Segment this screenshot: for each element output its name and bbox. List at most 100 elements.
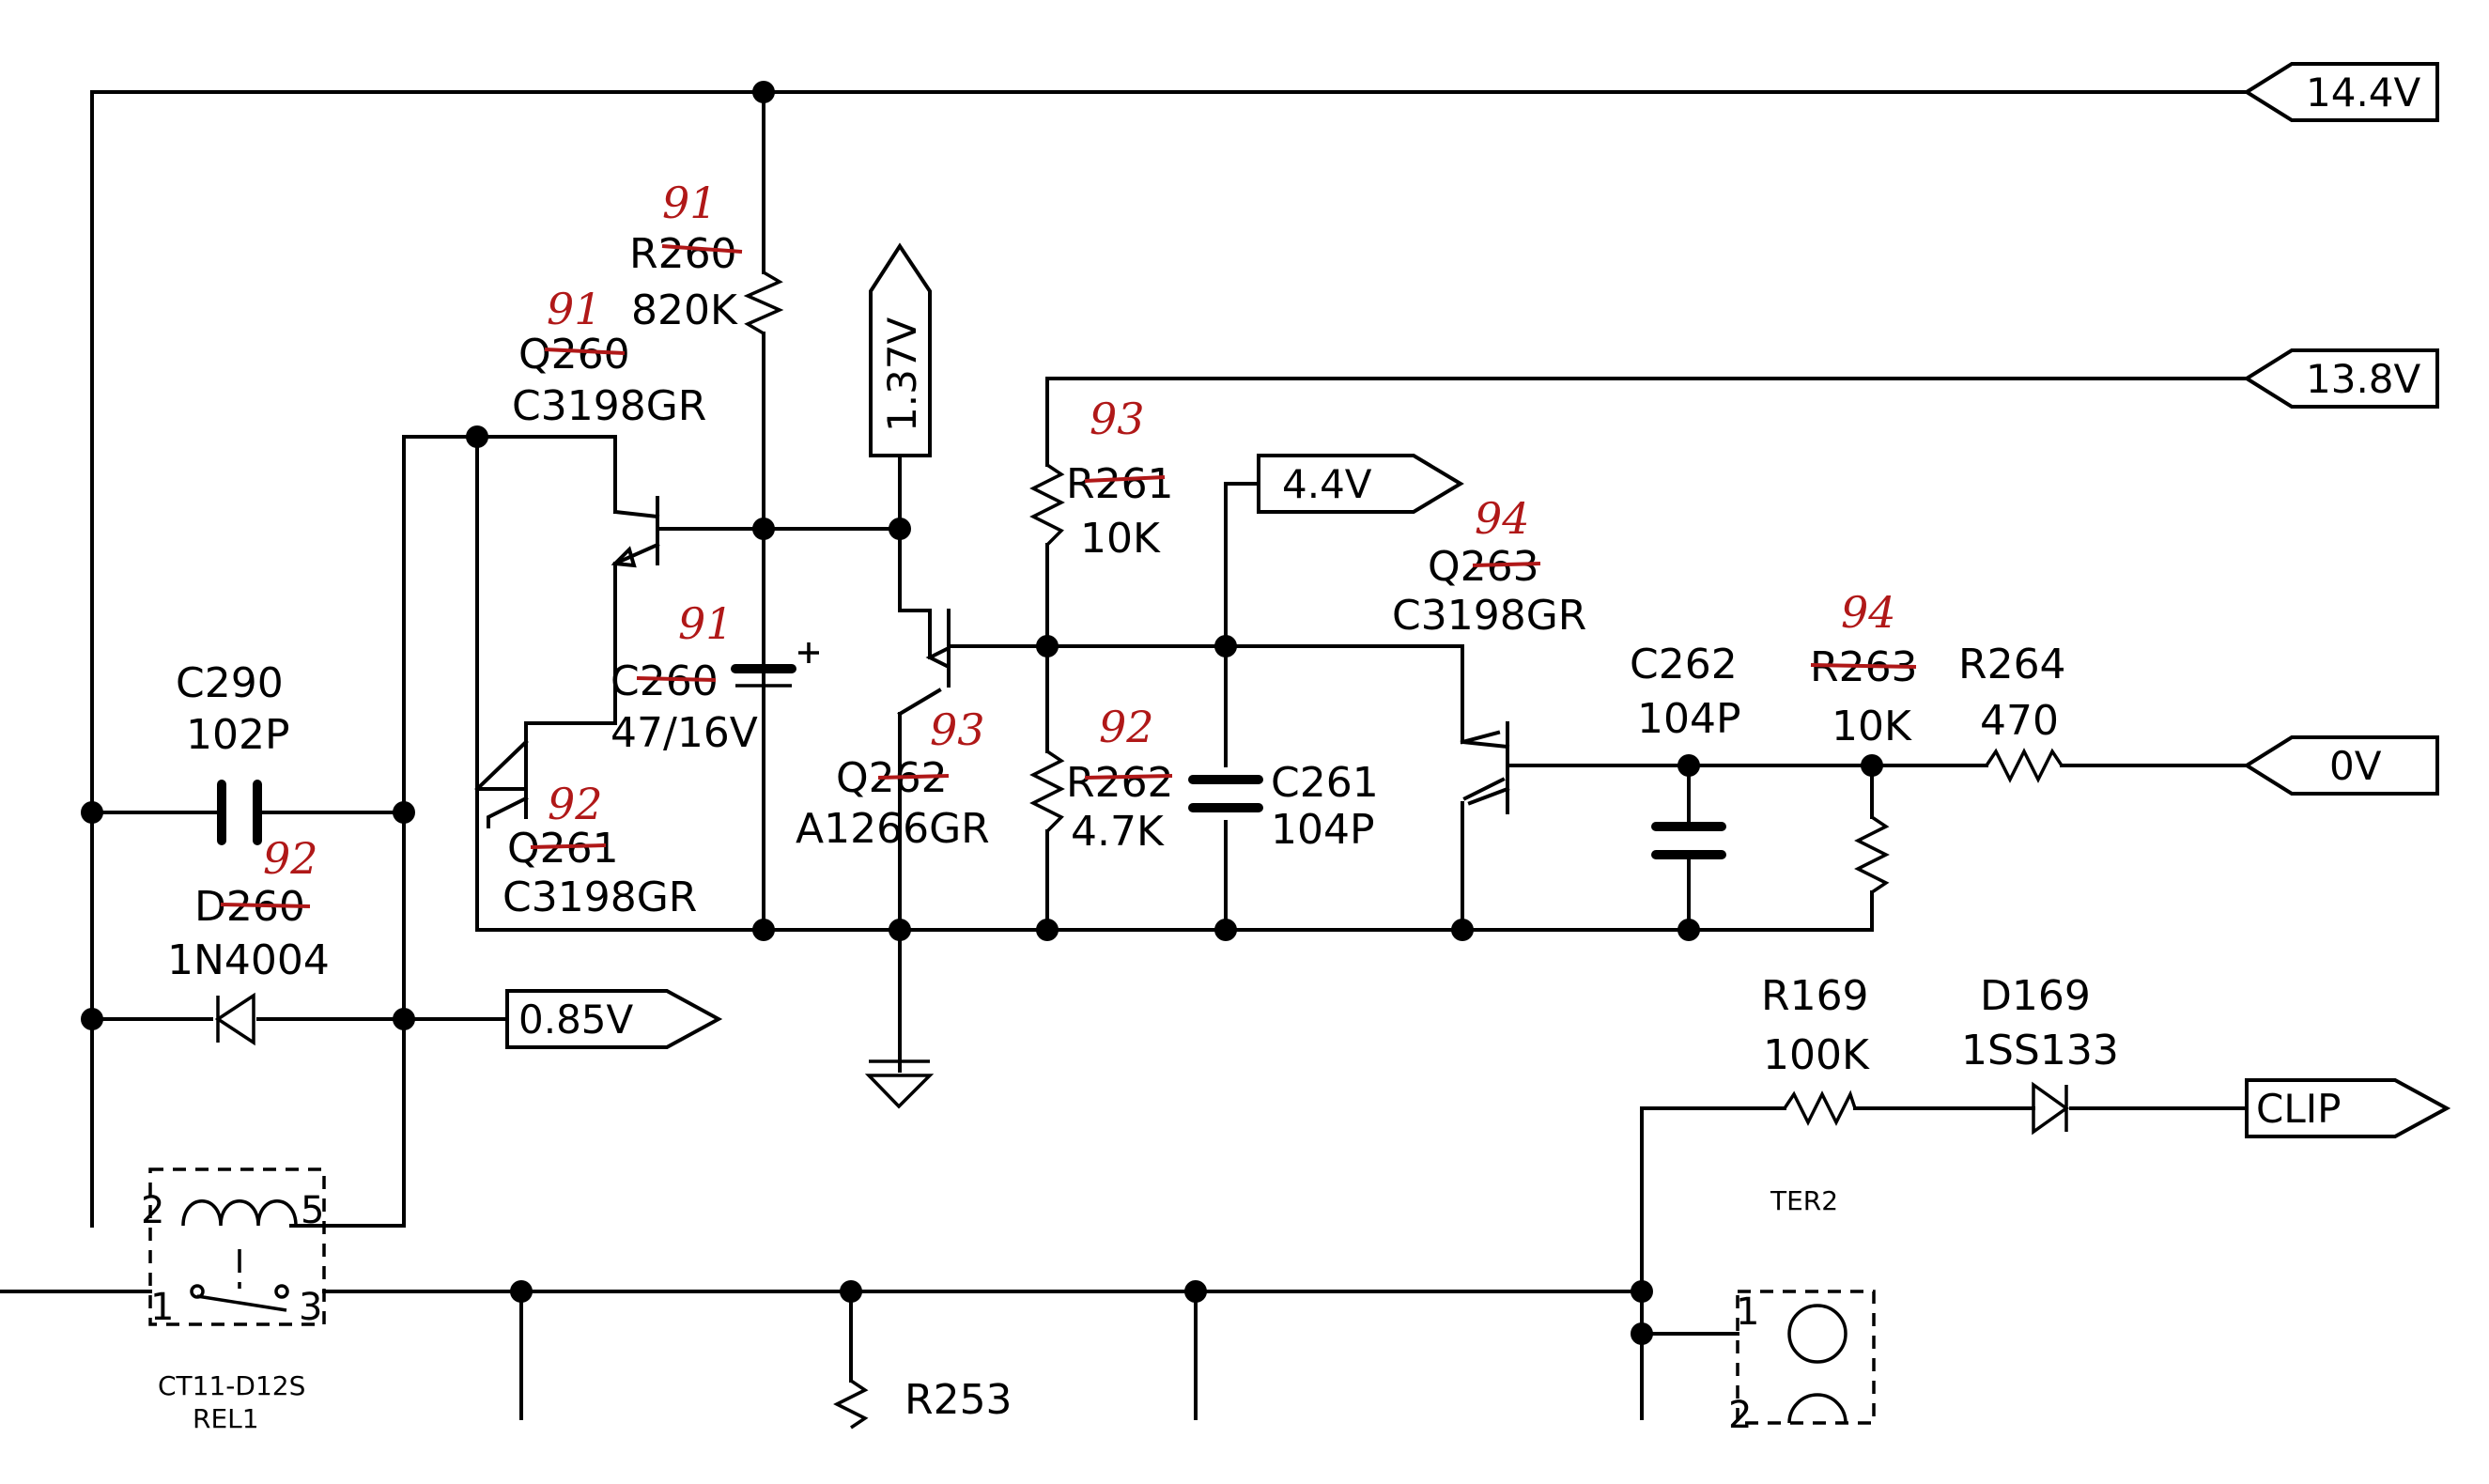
q261-transistor [474,721,529,828]
q261-revision: 92 [548,779,603,829]
ter2-pin-1: 1 [1736,1291,1759,1334]
svg-text:0.85V: 0.85V [518,997,634,1043]
q260-transistor [611,496,660,568]
d260-diode [214,992,255,1046]
r169-ref: R169 [1761,972,1869,1020]
c261-capacitor [1188,775,1263,812]
r260-ref: R260 [629,230,737,278]
port-0v: 0V [2243,735,2439,796]
strike-mark [877,774,950,780]
junction-dot [393,801,415,824]
q263-transistor [1460,721,1510,814]
junction-dots [81,81,1883,1345]
d169-ref: D169 [1980,972,2091,1020]
port-14-4v: 14.4V [2243,62,2439,122]
r260-revision: 91 [662,178,718,228]
port-1-37v: 1.37V [869,242,932,457]
relay-rel1 [148,1167,326,1326]
r262-ref: R262 [1066,759,1174,807]
c262-value: 104P [1637,695,1741,743]
c261-value: 104P [1271,806,1375,854]
svg-text:13.8V: 13.8V [2306,356,2421,402]
relay-pin-1: 1 [150,1286,174,1329]
strike-mark [636,676,717,682]
d260-value: 1N4004 [167,936,330,984]
component-labels: R260 820K Q260 C3198GR C260 47/16V Q261 … [141,230,2119,1437]
r253-resistor [833,1379,869,1430]
junction-dot [752,919,775,941]
junction-dot [1036,635,1059,657]
c261-ref: C261 [1271,759,1379,807]
strike-mark [220,903,311,908]
ter2-ref: TER2 [1770,1185,1838,1216]
d169-diode [2032,1081,2070,1136]
r260-value: 820K [631,286,738,334]
junction-dot [1214,635,1237,657]
strike-mark [530,843,607,849]
c290-ref: C290 [176,659,284,707]
c262-capacitor [1651,822,1726,859]
c260-revision: 91 [678,598,734,649]
r262-revision: 92 [1099,702,1154,752]
r264-value: 470 [1980,697,2059,745]
red-revision-marks: 91 91 91 92 92 93 93 92 94 94 [220,178,1917,908]
svg-text:4.4V: 4.4V [1282,461,1372,507]
junction-dot [81,801,103,824]
q261-ref: Q261 [507,825,619,873]
ter2-pin-2: 2 [1728,1394,1752,1437]
q260-value: C3198GR [512,382,706,430]
junction-dot [889,518,911,540]
junction-dot [840,1280,862,1303]
svg-text:1.37V: 1.37V [879,317,925,432]
r264-resistor [1985,748,2064,783]
r261-ref: R261 [1066,460,1174,508]
strike-mark [1084,475,1166,483]
strike-mark [1472,562,1541,567]
port-0-85v: 0.85V [505,989,723,1049]
c290-capacitor [217,780,262,845]
r260-resistor [743,271,784,335]
strike-mark [661,244,743,254]
port-clip: CLIP [2245,1078,2451,1138]
c262-ref: C262 [1630,641,1738,688]
junction-dot [752,518,775,540]
r261-revision: 93 [1090,394,1145,444]
terminal-ter2 [1736,1290,1876,1425]
r253-ref: R253 [904,1376,1013,1424]
r169-value: 100K [1763,1031,1870,1079]
ground-symbol [864,1059,935,1109]
q263-value: C3198GR [1392,592,1586,640]
q262-revision: 93 [930,704,985,755]
r262-value: 4.7K [1071,808,1165,856]
relay-pin-5: 5 [301,1189,324,1232]
d169-value: 1SS133 [1961,1027,2119,1074]
d260-revision: 92 [263,833,318,884]
junction-dot [466,425,488,448]
c260-value: 47/16V [611,709,758,757]
port-4-4v: 4.4V [1257,454,1464,514]
r261-resistor [1029,463,1065,547]
q262-value: A1266GR [796,805,990,853]
junction-dot [1861,754,1883,777]
r264-ref: R264 [1958,641,2066,688]
junction-dot [1451,919,1474,941]
junction-dot [1631,1280,1653,1303]
strike-mark [544,348,626,355]
r263-resistor [1854,815,1890,894]
wires [0,90,2249,1420]
relay-pin-3: 3 [299,1286,322,1329]
relay-part: CT11-D12S [158,1370,305,1401]
q260-ref: Q260 [518,331,630,379]
q263-revision: 94 [1475,493,1530,544]
c290-value: 102P [186,711,290,759]
svg-text:14.4V: 14.4V [2306,70,2421,116]
port-13-8v: 13.8V [2243,348,2439,409]
q261-value: C3198GR [502,873,697,921]
r262-resistor [1029,750,1065,833]
junction-dot [81,1008,103,1030]
junction-dot [1677,754,1700,777]
junction-dot [1184,1280,1207,1303]
junction-dot [1036,919,1059,941]
junction-dot [889,919,911,941]
